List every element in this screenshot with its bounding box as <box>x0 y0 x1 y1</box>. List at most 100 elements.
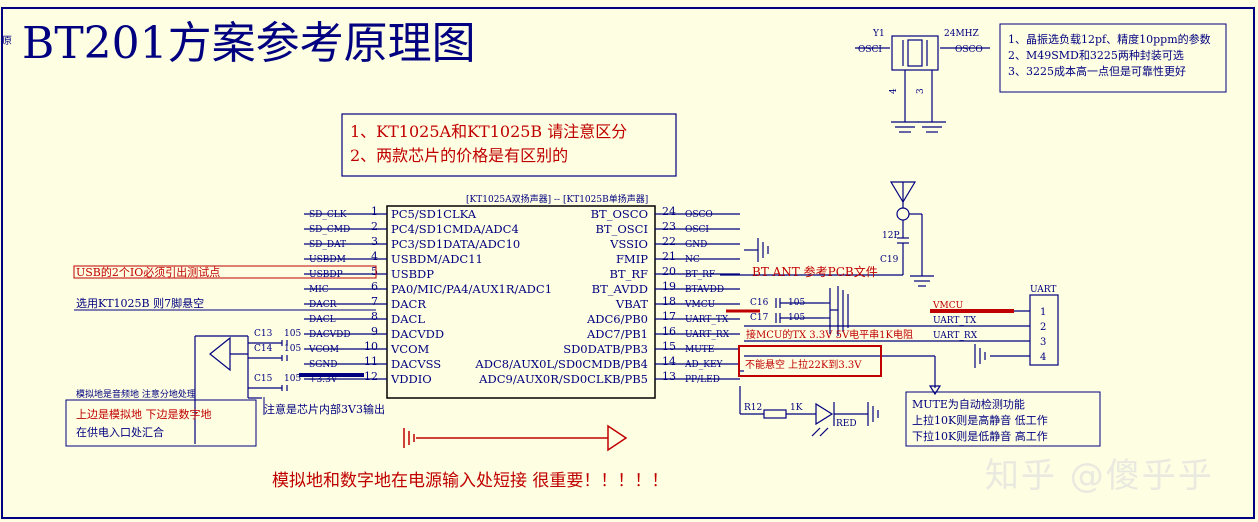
led-res-val: 1K <box>790 403 803 413</box>
pin-name-right-16: ADC7/PB1 <box>586 327 648 341</box>
net-label-left-1: SD_CLK <box>309 210 347 220</box>
pin-name-left-8: DACL <box>391 312 425 326</box>
pin-name-right-19: BT_AVDD <box>592 282 648 296</box>
kt1025b-note: 选用KT1025B 则7脚悬空 <box>76 296 204 310</box>
pin-name-left-11: DACVSS <box>391 357 441 371</box>
crystal-pin-right: 3 <box>916 88 926 94</box>
pin-num-right-21: 21 <box>662 250 676 263</box>
led-label: RED <box>836 419 857 429</box>
left-cap-network <box>194 335 288 444</box>
net-label-left-6: MIC <box>309 285 329 295</box>
led-res-ref: R12 <box>744 403 762 413</box>
crystal-notes-box <box>999 23 1227 93</box>
right-cap-ref-1: C16 <box>750 298 769 308</box>
corner-text: 原 <box>2 35 12 47</box>
net-label-right-21: NC <box>685 255 700 265</box>
pin-name-left-4: USBDM/ADC11 <box>391 252 483 266</box>
right-cap-val-2: 105 <box>788 313 805 323</box>
pin-num-left-8: 8 <box>371 310 378 323</box>
pin-name-right-23: BT_OSCI <box>595 222 648 236</box>
left-cap-val-2: 105 <box>284 344 301 354</box>
crystal-left-net: OSCI <box>858 45 882 55</box>
left-cap-val-1: 105 <box>284 329 301 339</box>
pin-num-left-5: 5 <box>371 265 378 278</box>
warning-line-1: 1、KT1025A和KT1025B 请注意区分 <box>350 122 627 141</box>
crystal-right-net: OSCO <box>955 45 983 55</box>
chip-3v3-note: 注意是芯片内部3V3输出 <box>264 402 385 416</box>
mute-note-3: 下拉10K则是低静音 高工作 <box>912 429 1048 443</box>
pin-name-right-21: FMIP <box>616 252 648 266</box>
pin-name-left-10: VCOM <box>390 342 430 356</box>
bt-ant-note: BT ANT 参考PCB文件 <box>752 264 878 279</box>
pin-num-right-13: 13 <box>662 370 676 383</box>
adkey-note-box <box>738 345 882 377</box>
net-label-left-5: USBDP <box>309 270 343 280</box>
usb-note: USB的2个IO必须引出测试点 <box>76 265 220 279</box>
pin-name-right-17: ADC6/PB0 <box>586 312 648 326</box>
pin-name-right-13: ADC9/AUX0R/SD0CLKB/PB5 <box>478 372 648 386</box>
uart-pin-2: 2 <box>1040 322 1046 333</box>
sheet-border <box>1 7 1255 519</box>
mute-note-box <box>905 391 1101 447</box>
pin-name-left-9: DACVDD <box>391 327 444 341</box>
net-label-left-9: DACVDD <box>309 330 351 340</box>
net-label-right-14: AD_KEY <box>684 360 724 370</box>
pin-num-right-18: 18 <box>662 295 676 308</box>
uart-title: UART <box>1030 285 1056 295</box>
chip-pins: PC5/SD1CLKA1SD_CLKPC4/SD1CMDA/ADC42SD_CM… <box>304 205 740 386</box>
net-label-left-11: SGND <box>309 360 337 370</box>
mute-note-2: 上拉10K则是高静音 低工作 <box>912 413 1048 427</box>
warning-line-2: 2、两款芯片的价格是有区别的 <box>350 146 568 165</box>
uart-pin-3: 3 <box>1040 337 1046 348</box>
pin-num-left-2: 2 <box>371 220 378 233</box>
pin-num-right-23: 23 <box>662 220 676 233</box>
uart-rx-note: 接MCU的TX 3.3V 5V电平串1K电阻 <box>746 328 913 341</box>
pin-name-left-2: PC4/SD1CMDA/ADC4 <box>391 222 519 236</box>
pin-num-left-12: 12 <box>364 370 378 383</box>
pin-name-left-12: VDDIO <box>390 372 432 386</box>
pin-name-right-24: BT_OSCO <box>591 207 648 221</box>
uart-net-tx: UART_TX <box>933 316 977 326</box>
crystal-y1 <box>855 35 990 133</box>
net-label-right-13: PP/LED <box>685 375 720 385</box>
crystal-pin-left: 4 <box>889 88 899 94</box>
right-cap-val-1: 105 <box>788 298 805 308</box>
mute-note-1: MUTE为自动检测功能 <box>912 397 1025 411</box>
left-cap-val-3: 105 <box>284 374 301 384</box>
net-label-right-22: GND <box>685 240 707 250</box>
crystal-note-3: 3、3225成本高一点但是可靠性更好 <box>1008 64 1186 78</box>
gnd-short-symbol <box>403 424 628 452</box>
uart-net-vmcu: VMCU <box>932 301 964 311</box>
net-label-right-24: OSCO <box>685 210 713 220</box>
usb-note-box <box>73 265 377 279</box>
chip-label: [KT1025A双扬声器] -- [KT1025B单扬声器] <box>466 193 648 205</box>
pin-num-left-7: 7 <box>371 295 378 308</box>
crystal-freq: 24MHZ <box>944 29 979 39</box>
net-label-right-19: BTAVDD <box>685 285 724 295</box>
analog-gnd-note: 模拟地是音频地 注意分地处理 <box>76 388 196 400</box>
pin-num-left-3: 3 <box>371 235 378 248</box>
ground-note: 模拟地和数字地在电源输入处短接 很重要！！！！！ <box>272 471 668 491</box>
net-label-left-7: DACR <box>309 300 337 310</box>
net-label-right-15: MUTE <box>685 345 714 355</box>
pin-num-left-1: 1 <box>371 205 378 218</box>
net-label-left-12: +3.3V <box>309 375 338 385</box>
pin-name-left-5: USBDP <box>391 267 434 281</box>
net-label-left-8: DACL <box>309 315 336 325</box>
pin-name-left-3: PC3/SD1DATA/ADC10 <box>391 237 520 251</box>
net-label-right-18: VMCU <box>684 300 716 310</box>
pin-num-right-14: 14 <box>662 355 676 368</box>
gnd-note-1: 上边是模拟地 下边是数字地 <box>76 407 212 421</box>
gnd-note-box <box>65 399 257 447</box>
warning-box <box>341 113 677 177</box>
net-label-left-3: SD_DAT <box>309 240 346 250</box>
pin-name-right-20: BT_RF <box>609 267 648 281</box>
left-cap-ref-2: C14 <box>254 344 273 354</box>
uart-pin-4: 4 <box>1040 352 1046 363</box>
pin-name-right-14: ADC8/AUX0L/SD0CMDB/PB4 <box>474 357 648 371</box>
pin-name-left-6: PA0/MIC/PA4/AUX1R/ADC1 <box>391 282 552 296</box>
pin-num-right-22: 22 <box>662 235 676 248</box>
